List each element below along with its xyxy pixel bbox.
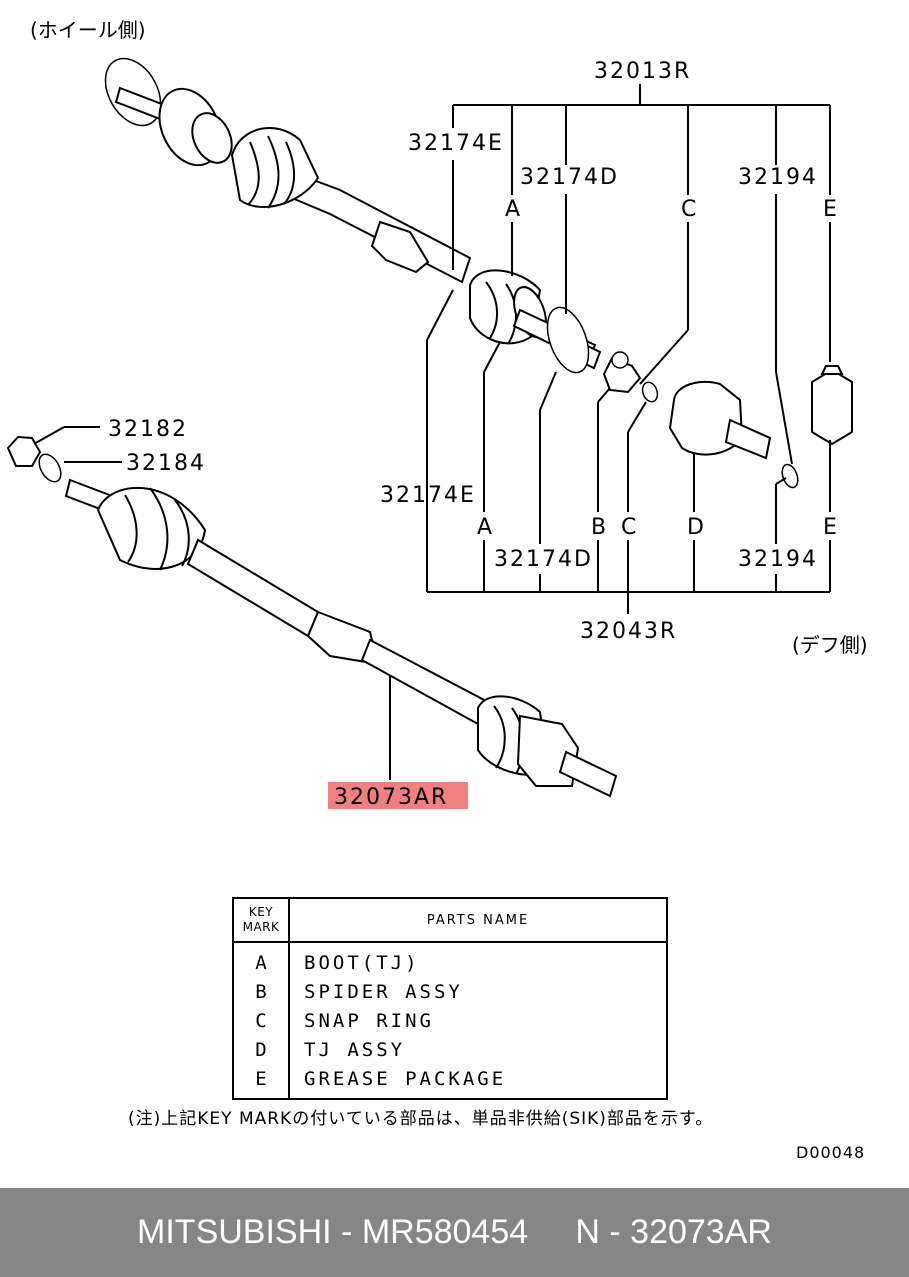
callout-32174e-upper: 32174E <box>408 131 504 156</box>
footer-bar <box>0 1188 909 1277</box>
callout-32194-lower: 32194 <box>738 547 818 572</box>
mark-e-upper: E <box>823 197 839 222</box>
legend-key-d: D <box>255 1039 267 1061</box>
legend-keys-column: A B C D E <box>232 941 290 1100</box>
callout-32174d-lower: 32174D <box>494 547 593 572</box>
callout-32073ar[interactable]: 32073AR <box>334 785 448 810</box>
legend-name-e: GREASE PACKAGE <box>304 1068 507 1090</box>
mark-c-upper: C <box>681 197 698 222</box>
legend-key-a: A <box>255 952 267 974</box>
legend-note: (注)上記KEY MARKの付いている部品は、単品非供給(SIK)部品を示す。 <box>128 1109 714 1129</box>
footer-part-number: MR580454 <box>361 1213 529 1251</box>
mark-b-lower: B <box>591 515 608 540</box>
legend-header-name: PARTS NAME <box>288 897 668 943</box>
footer-text: MITSUBISHI - MR580454 N - 32073AR <box>137 1213 772 1251</box>
callout-32194-upper: 32194 <box>738 165 818 190</box>
main-part-highlight <box>328 782 468 809</box>
upper-shaft-drawing <box>104 57 853 489</box>
legend-key-c: C <box>255 1010 267 1032</box>
footer-brand: MITSUBISHI <box>137 1213 332 1251</box>
lower-shaft-drawing <box>6 435 618 798</box>
legend-header-key: KEY MARK <box>232 897 290 943</box>
legend-header-key-line1: KEY <box>248 905 274 919</box>
legend-header-key-line2: MARK <box>242 920 280 934</box>
legend-names-column: BOOT(TJ) SPIDER ASSY SNAP RING TJ ASSY G… <box>288 941 668 1100</box>
mark-e-lower: E <box>823 515 839 540</box>
callout-32174e-lower: 32174E <box>380 483 476 508</box>
mark-a-lower: A <box>477 515 494 540</box>
legend-table: KEY MARK PARTS NAME A B C D E BOOT(TJ) S… <box>232 897 668 1100</box>
mark-d-lower: D <box>687 515 706 540</box>
parts-diagram: (ホイール側) (デフ側) <box>6 18 868 810</box>
legend-key-b: B <box>255 981 267 1003</box>
callout-32184: 32184 <box>126 451 206 476</box>
legend-name-c: SNAP RING <box>304 1010 434 1032</box>
legend-name-b: SPIDER ASSY <box>304 981 463 1003</box>
leader-lines <box>33 84 831 780</box>
drawing-code: D00048 <box>796 1143 866 1162</box>
mark-a-upper: A <box>505 197 522 222</box>
diff-side-label: (デフ側) <box>792 633 868 657</box>
legend-name-a: BOOT(TJ) <box>304 952 420 974</box>
callout-32043r: 32043R <box>580 619 677 644</box>
callout-32174d-upper: 32174D <box>520 165 619 190</box>
wheel-side-label: (ホイール側) <box>30 18 146 42</box>
callout-32182: 32182 <box>108 417 188 442</box>
callout-32013r: 32013R <box>594 59 691 84</box>
mark-c-lower: C <box>621 515 638 540</box>
footer-ref: N - 32073AR <box>575 1213 772 1251</box>
legend-name-d: TJ ASSY <box>304 1039 406 1061</box>
legend-key-e: E <box>255 1068 267 1090</box>
